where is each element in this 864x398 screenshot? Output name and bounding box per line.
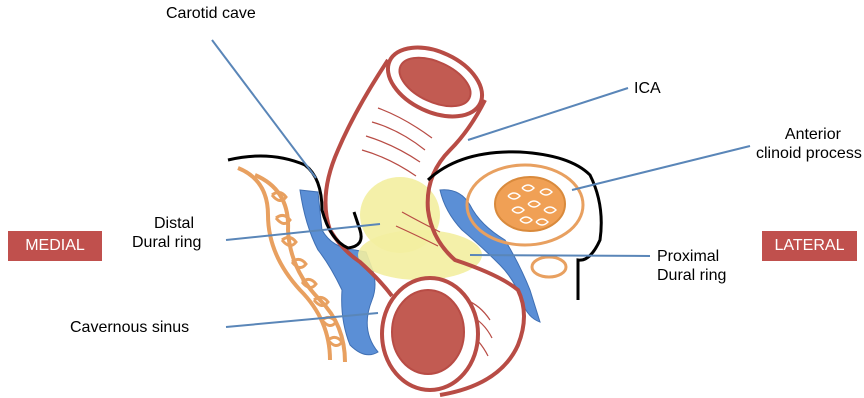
ica-superior-lumen <box>392 48 478 116</box>
cavernous-sinus-label: Cavernous sinus <box>70 318 189 337</box>
lateral-orientation-badge: LATERAL <box>762 231 857 261</box>
ica-inferior-lumen <box>392 290 464 374</box>
carotid-cave-label: Carotid cave <box>166 4 256 23</box>
anterior-clinoid-label-line1: Anterior <box>756 125 862 144</box>
ica-label-text: ICA <box>634 79 661 98</box>
ica-pointer <box>468 88 628 140</box>
anterior-clinoid-label: Anterior clinoid process <box>756 125 862 163</box>
carotid-cave-label-text: Carotid cave <box>166 4 256 23</box>
proximal-ring-pointer <box>470 255 650 256</box>
distal-dural-ring-label-line1: Distal <box>132 214 201 233</box>
proximal-dural-ring-label-line1: Proximal <box>657 247 726 266</box>
lateral-orientation-text: LATERAL <box>775 237 845 254</box>
medial-orientation-text: MEDIAL <box>25 237 85 254</box>
anterior-clinoid-pointer <box>572 146 750 190</box>
ica-label: ICA <box>634 79 661 98</box>
medial-orientation-badge: MEDIAL <box>8 231 102 261</box>
anterior-clinoid-label-line2: clinoid process <box>756 144 862 163</box>
distal-ring-pointer <box>226 224 380 240</box>
proximal-dural-ring-label: Proximal Dural ring <box>657 247 726 285</box>
cavernous-sinus-label-text: Cavernous sinus <box>70 318 189 337</box>
distal-dural-ring-label: Distal Dural ring <box>132 214 201 252</box>
proximal-dural-ring-label-line2: Dural ring <box>657 266 726 285</box>
distal-dural-ring-label-line2: Dural ring <box>132 233 201 252</box>
small-bone-oval <box>532 257 566 277</box>
anterior-clinoid-cancellous-bone <box>495 177 565 231</box>
